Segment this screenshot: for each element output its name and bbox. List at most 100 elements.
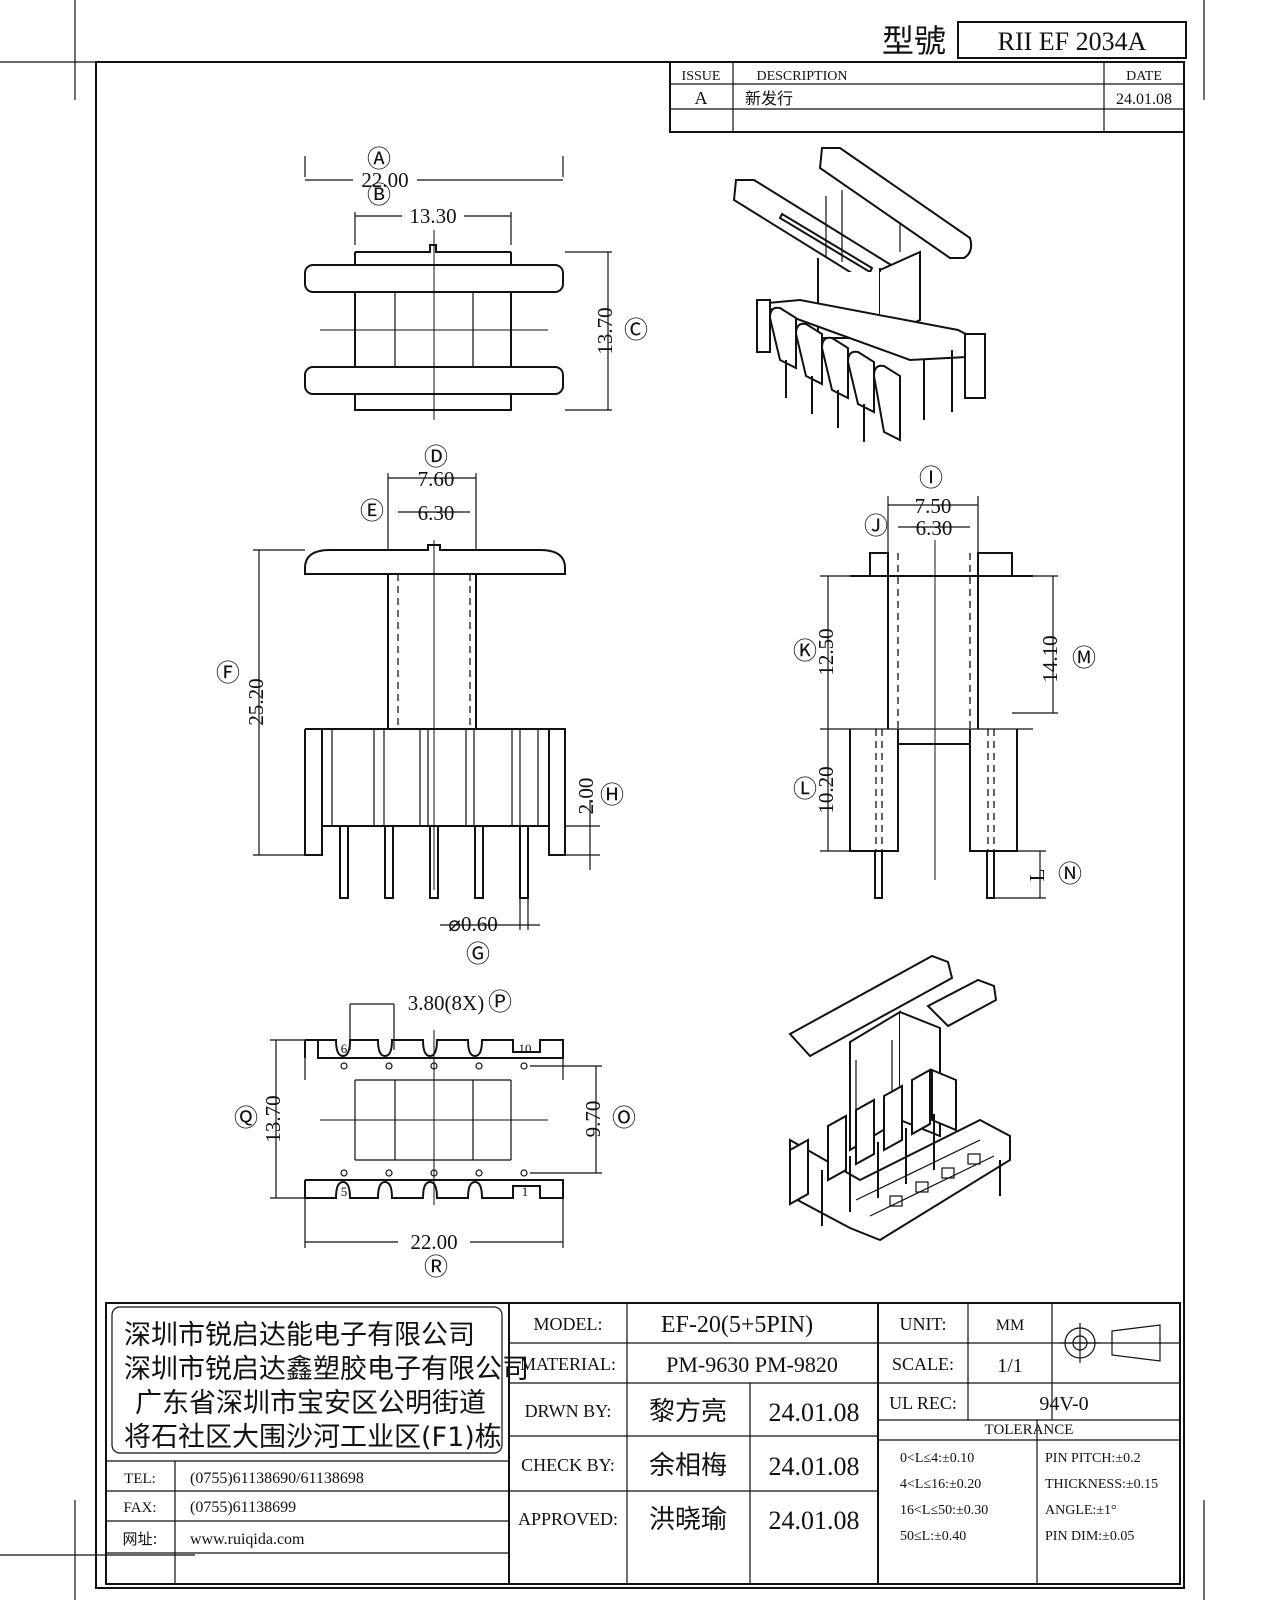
web-label: 网址: bbox=[122, 1530, 157, 1548]
revision-issue-cell: A bbox=[695, 88, 708, 108]
revision-header-description: DESCRIPTION bbox=[756, 69, 847, 84]
dim-i-value: 7.50 bbox=[915, 494, 952, 518]
tolerance-right-3: ANGLE:±1° bbox=[1045, 1503, 1117, 1518]
dim-r-label: Ⓡ bbox=[424, 1254, 448, 1281]
isometric-view-bottom bbox=[788, 954, 1011, 1242]
dim-l-label: Ⓛ bbox=[793, 776, 817, 803]
side-view: Ⓘ 7.50 Ⓙ 6.30 12.50 Ⓚ 10.20 Ⓛ 14.10 Ⓜ L … bbox=[793, 465, 1096, 899]
pin-number-1: 1 bbox=[522, 1184, 529, 1199]
dim-k-label: Ⓚ bbox=[793, 638, 817, 665]
dim-a-value: 22.00 bbox=[361, 168, 408, 192]
pin-holes bbox=[340, 1062, 528, 1177]
sheet-corner-marks bbox=[0, 0, 1205, 1600]
projection-symbol-icon bbox=[1060, 1323, 1161, 1363]
company-line-4: 将石社区大围沙河工业区(F1)栋 bbox=[124, 1422, 502, 1453]
dim-j-value: 6.30 bbox=[916, 516, 953, 540]
tel-value: (0755)61138690/61138698 bbox=[190, 1470, 364, 1487]
dim-l-value: 10.20 bbox=[814, 766, 838, 813]
tolerance-right-1: PIN PITCH:±0.2 bbox=[1045, 1451, 1141, 1466]
fax-label: FAX: bbox=[123, 1500, 156, 1516]
material-label: MATERIAL: bbox=[520, 1354, 616, 1374]
model-label: MODEL: bbox=[534, 1314, 603, 1334]
tolerance-title: TOLERANCE bbox=[985, 1422, 1074, 1438]
dim-g-label: Ⓖ bbox=[466, 941, 490, 968]
pin-number-6: 6 bbox=[341, 1041, 348, 1056]
dim-d-label: Ⓓ bbox=[424, 444, 448, 471]
isometric-view-top bbox=[732, 147, 986, 442]
check-date-value: 24.01.08 bbox=[769, 1452, 860, 1481]
approved-by-value: 洪晓瑜 bbox=[649, 1505, 727, 1535]
tolerance-left-1: 0<L≤4:±0.10 bbox=[900, 1451, 974, 1466]
company-line-2: 深圳市锐启达鑫塑胶电子有限公司 bbox=[124, 1354, 529, 1385]
approved-date-value: 24.01.08 bbox=[769, 1506, 860, 1535]
revision-date-cell: 24.01.08 bbox=[1116, 91, 1172, 108]
revision-table: ISSUE DESCRIPTION DATE A 新发行 24.01.08 bbox=[669, 61, 1185, 133]
dim-n-value: L bbox=[1025, 869, 1049, 882]
top-view: 22.00 Ⓐ 13.30 Ⓑ 13.70 Ⓒ bbox=[304, 146, 648, 420]
dim-q-label: Ⓠ bbox=[234, 1105, 258, 1132]
pin-number-10: 10 bbox=[519, 1041, 532, 1056]
check-label: CHECK BY: bbox=[521, 1455, 615, 1475]
fax-value: (0755)61138699 bbox=[190, 1499, 296, 1516]
dim-c-label: Ⓒ bbox=[624, 317, 648, 344]
dim-k-value: 12.50 bbox=[814, 628, 838, 675]
dim-g-value: ⌀0.60 bbox=[448, 912, 497, 936]
dim-j-label: Ⓙ bbox=[864, 513, 888, 540]
info-block: 深圳市锐启达能电子有限公司 深圳市锐启达鑫塑胶电子有限公司 广东省深圳市宝安区公… bbox=[105, 1302, 1181, 1585]
dim-o-label: Ⓞ bbox=[612, 1105, 636, 1132]
dim-m-label: Ⓜ bbox=[1072, 645, 1096, 672]
dim-f-label: Ⓕ bbox=[216, 660, 240, 687]
dim-m-value: 14.10 bbox=[1038, 635, 1062, 682]
dim-r-value: 22.00 bbox=[410, 1230, 457, 1254]
model-title-block: 型號 RII EF 2034A bbox=[882, 21, 1187, 60]
drawn-date-value: 24.01.08 bbox=[769, 1398, 860, 1427]
front-view: Ⓓ 7.60 Ⓔ 6.30 25.20 Ⓕ 2.00 Ⓗ ⌀0.60 Ⓖ bbox=[216, 444, 624, 968]
ul-value: 94V-0 bbox=[1039, 1393, 1088, 1415]
model-title-label: 型號 bbox=[882, 22, 946, 60]
tolerance-left-4: 50≤L:±0.40 bbox=[900, 1529, 966, 1544]
material-value: PM-9630 PM-9820 bbox=[666, 1352, 838, 1377]
bottom-view: 3.80(8X) Ⓟ 6 10 5 1 13.70 Ⓠ 9.70 Ⓞ 22.00… bbox=[234, 989, 636, 1281]
company-line-1: 深圳市锐启达能电子有限公司 bbox=[124, 1320, 475, 1351]
dim-o-value: 9.70 bbox=[581, 1101, 605, 1138]
dim-n-label: Ⓝ bbox=[1058, 861, 1082, 888]
tolerance-left-2: 4<L≤16:±0.20 bbox=[900, 1477, 981, 1492]
dim-q-value: 13.70 bbox=[261, 1095, 285, 1142]
unit-label: UNIT: bbox=[899, 1314, 946, 1334]
drawing-frame bbox=[95, 61, 1185, 1589]
dim-f-value: 25.20 bbox=[244, 678, 268, 725]
approved-label: APPROVED: bbox=[518, 1509, 618, 1529]
unit-value: MM bbox=[996, 1317, 1024, 1334]
model-title-value: RII EF 2034A bbox=[998, 27, 1147, 56]
dim-i-label: Ⓘ bbox=[919, 465, 943, 492]
scale-value: 1/1 bbox=[997, 1355, 1023, 1377]
tolerance-right-4: PIN DIM:±0.05 bbox=[1045, 1529, 1134, 1544]
scale-label: SCALE: bbox=[892, 1354, 954, 1374]
pin-number-5: 5 bbox=[341, 1184, 348, 1199]
drawn-label: DRWN BY: bbox=[525, 1401, 612, 1421]
dim-e-value: 6.30 bbox=[418, 501, 455, 525]
dim-d-value: 7.60 bbox=[418, 467, 455, 491]
tolerance-right-2: THICKNESS:±0.15 bbox=[1045, 1477, 1158, 1492]
dim-c-value: 13.70 bbox=[593, 307, 617, 354]
dim-a-label: Ⓐ bbox=[367, 146, 391, 173]
tolerance-left-3: 16<L≤50:±0.30 bbox=[900, 1503, 988, 1518]
tel-label: TEL: bbox=[124, 1471, 156, 1487]
revision-description-cell: 新发行 bbox=[745, 89, 793, 108]
dim-p-label: Ⓟ bbox=[488, 989, 512, 1016]
dim-e-label: Ⓔ bbox=[360, 498, 384, 525]
dim-b-label: Ⓑ bbox=[367, 182, 391, 209]
drawn-by-value: 黎方亮 bbox=[649, 1397, 727, 1427]
dim-p-value: 3.80(8X) bbox=[408, 991, 484, 1015]
model-value: EF-20(5+5PIN) bbox=[661, 1312, 813, 1338]
revision-header-date: DATE bbox=[1126, 69, 1162, 84]
dim-h-label: Ⓗ bbox=[600, 782, 624, 809]
check-by-value: 余相梅 bbox=[649, 1451, 727, 1481]
ul-label: UL REC: bbox=[889, 1393, 957, 1413]
web-value: www.ruiqida.com bbox=[190, 1531, 305, 1548]
company-line-3: 广东省深圳市宝安区公明街道 bbox=[135, 1388, 486, 1419]
dim-h-value: 2.00 bbox=[574, 778, 598, 815]
revision-header-issue: ISSUE bbox=[682, 69, 721, 84]
dim-b-value: 13.30 bbox=[409, 204, 456, 228]
